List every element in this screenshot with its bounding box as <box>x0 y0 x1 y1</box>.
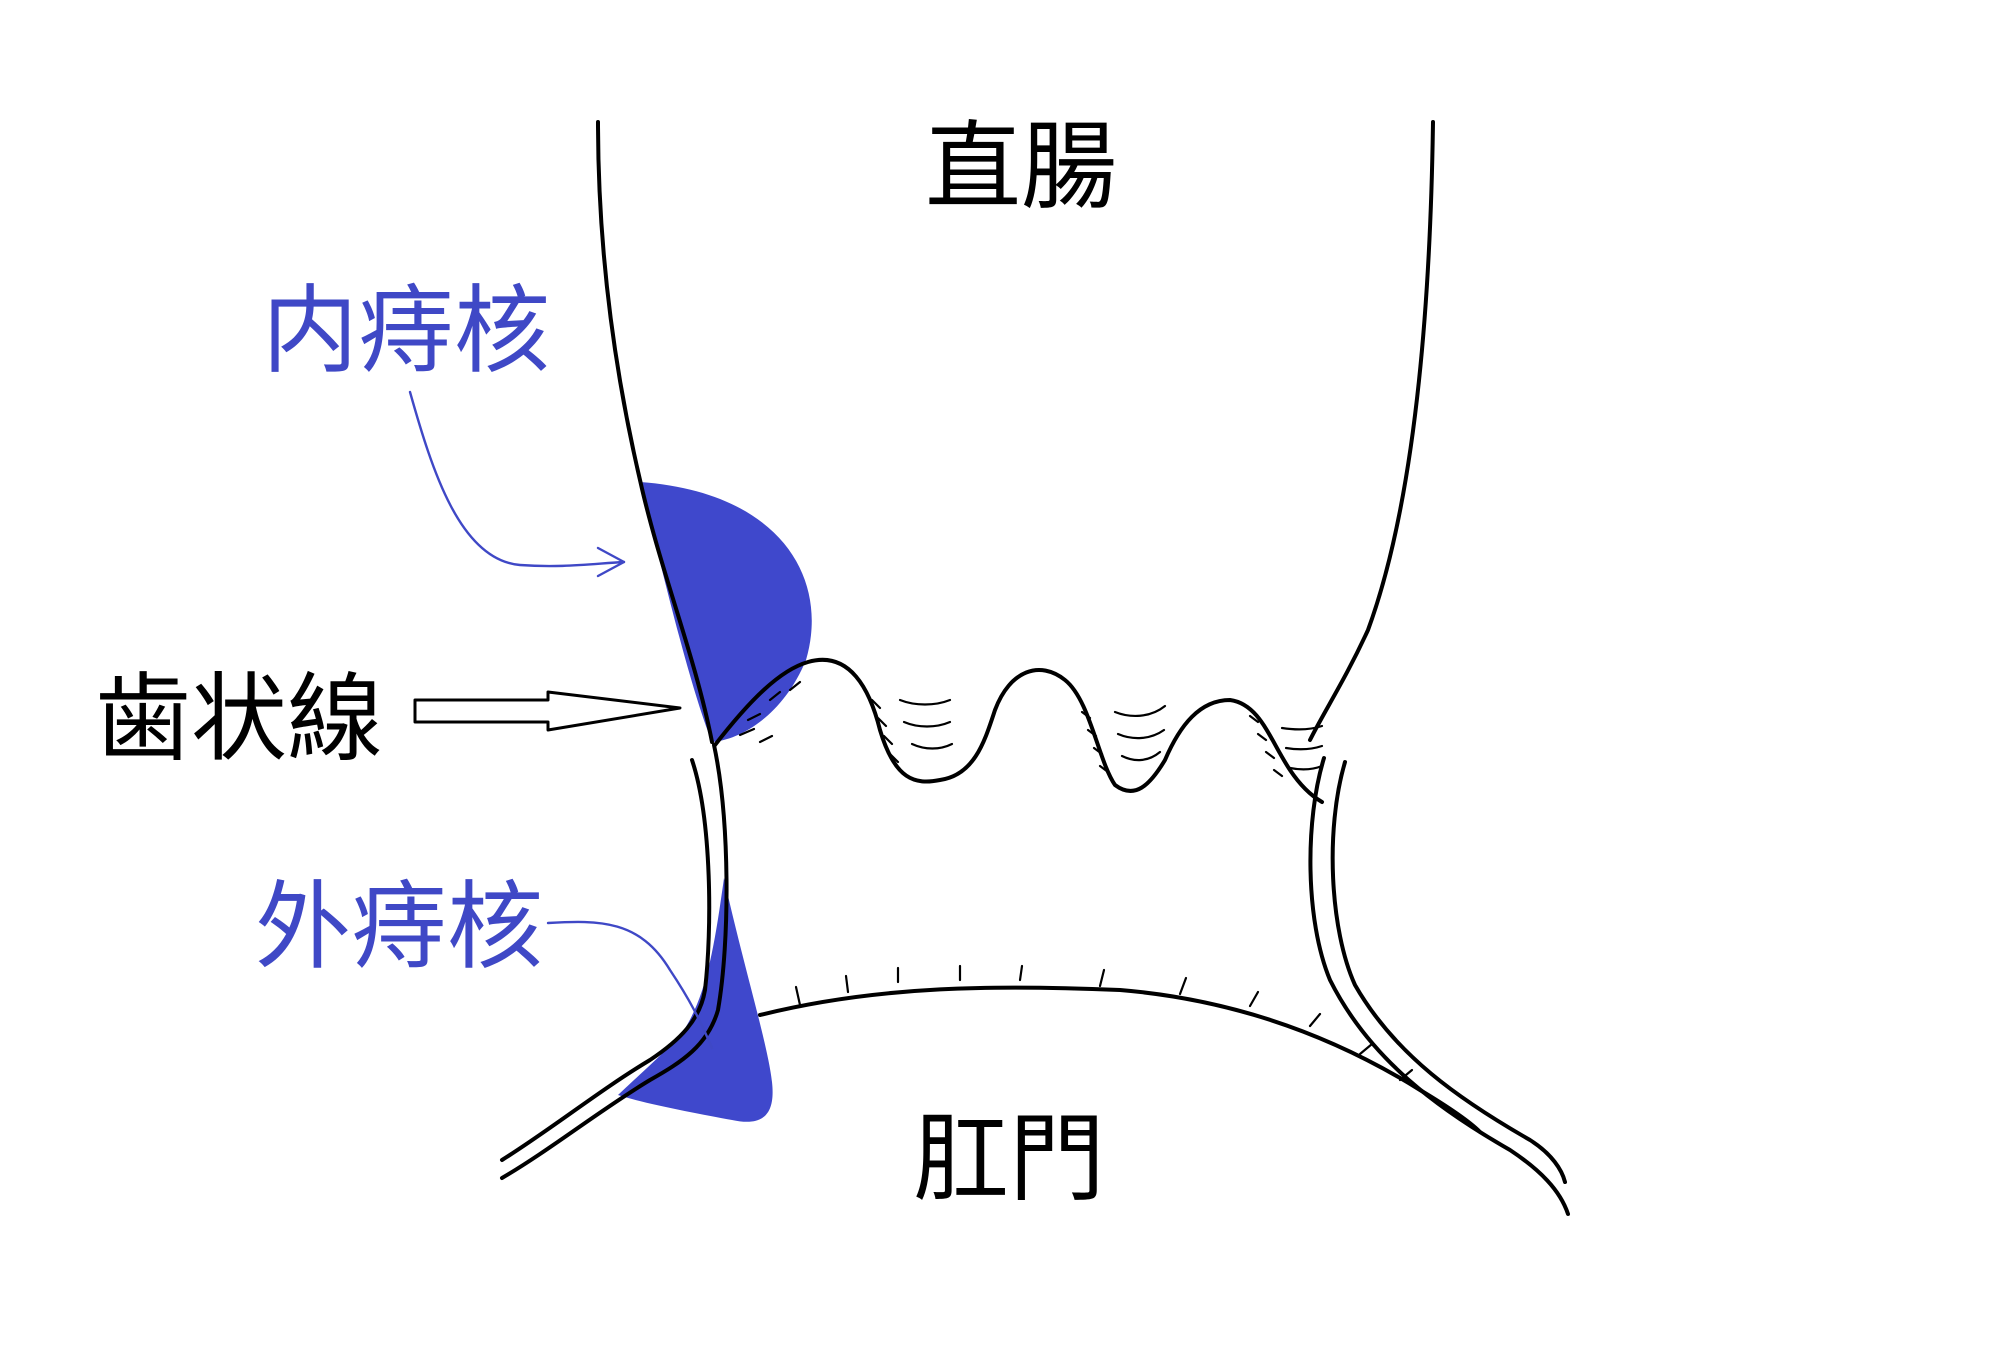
internal-hemorrhoid-pointer <box>408 390 626 568</box>
external-hemorrhoid-shape <box>618 878 773 1122</box>
anal-verge-ticks <box>794 964 1414 1082</box>
label-rectum: 直腸 <box>925 111 1117 223</box>
right-anal-wall-outer <box>1308 756 1570 1216</box>
crypt-hatch-marks <box>738 680 1324 778</box>
label-external-hemorrhoid: 外痔核 <box>255 871 543 983</box>
anal-verge-curve <box>758 985 1482 1134</box>
dentate-line-arrow <box>413 690 682 732</box>
anal-columns-wave <box>713 658 1324 804</box>
left-anal-wall-outer <box>500 758 712 1162</box>
label-anus: 肛門 <box>913 1103 1105 1215</box>
right-anal-wall-inner <box>1330 760 1567 1184</box>
internal-hemorrhoid-shape <box>640 482 812 742</box>
right-rectal-wall <box>1308 120 1435 742</box>
internal-hemorrhoid-arrowhead <box>596 546 626 578</box>
external-hemorrhoid-pointer <box>546 920 714 1050</box>
left-anal-wall-inner <box>500 743 729 1180</box>
label-dentate-line: 歯状線 <box>95 663 383 775</box>
left-rectal-wall <box>596 120 714 744</box>
label-internal-hemorrhoid: 内痔核 <box>262 275 550 387</box>
